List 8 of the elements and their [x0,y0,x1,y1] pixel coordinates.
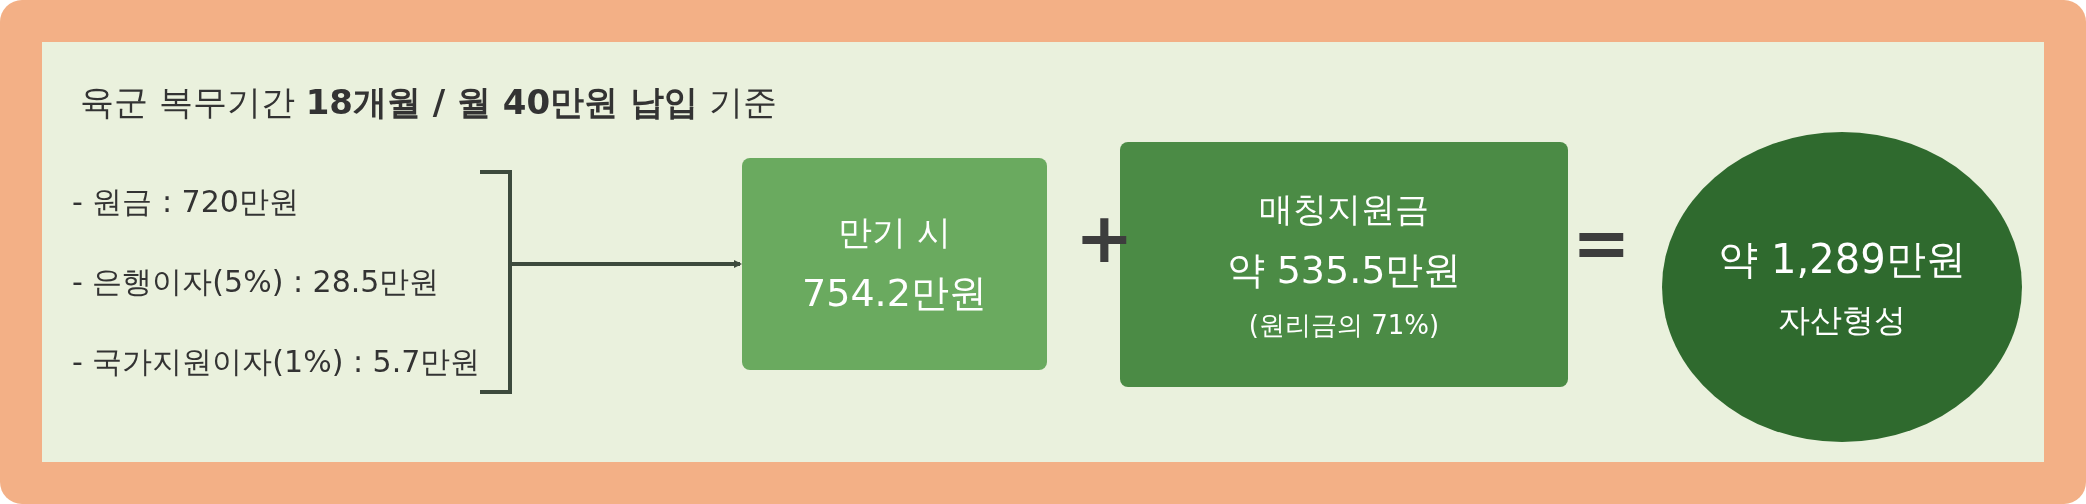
title: 육군 복무기간 18개월 / 월 40만원 납입 기준 [80,81,777,124]
list-item: - 국가지원이자(1%) : 5.7만원 [72,342,481,381]
total-circle: 약 1,289만원 자산형성 [1662,132,2022,442]
list-item: - 원금 : 720만원 [72,182,300,221]
list-item: - 은행이자(5%) : 28.5만원 [72,262,441,301]
operator-sign: = [1572,202,1631,284]
result-box: 만기 시 754.2만원 [742,158,1047,370]
bracket-arrow [478,170,742,394]
